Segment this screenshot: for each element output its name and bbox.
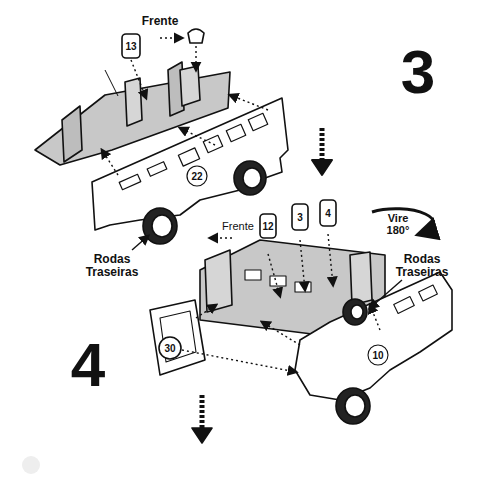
callout-number: 12 — [262, 221, 273, 232]
step-number: 3 — [401, 38, 435, 106]
direction-label: Frente — [222, 220, 254, 232]
callout-number: 22 — [191, 171, 202, 182]
callout-number: 30 — [164, 343, 175, 354]
callout-number: 4 — [325, 208, 331, 219]
part-label: Rodas Traseiras — [387, 253, 457, 279]
step-number: 4 — [71, 331, 105, 399]
rotate-label: Vire 180° — [378, 212, 418, 236]
direction-label: Frente — [142, 15, 179, 28]
callout-number: 3 — [297, 212, 303, 223]
callout-number: 13 — [125, 41, 136, 52]
callout-number: 10 — [372, 350, 383, 361]
part-label: Rodas Traseiras — [77, 253, 147, 279]
